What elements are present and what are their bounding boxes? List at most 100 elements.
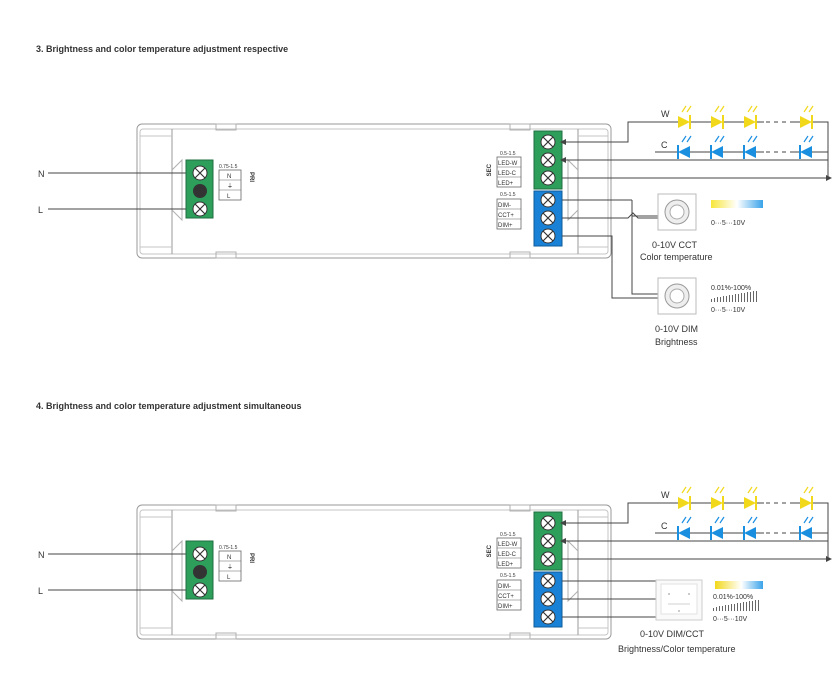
combo-name: 0-10V DIM/CCT [640, 629, 705, 639]
led-icon [799, 516, 814, 540]
dim-percent: 0.01%-100% [711, 285, 751, 292]
screw-icon [540, 573, 556, 589]
dim-term-cct: CCT+ [498, 594, 514, 600]
sec-led-wire-size: 0.5-1.5 [500, 532, 516, 538]
led-icon [744, 105, 758, 129]
led-c-label: C [661, 140, 668, 150]
screw-icon [540, 210, 556, 226]
led-terminal-block [496, 511, 563, 571]
dim-wires [562, 580, 656, 618]
led-term-w: LED-W [498, 161, 518, 167]
screw-icon [540, 609, 556, 625]
dim-controller [657, 277, 697, 315]
input-n-label: N [38, 169, 45, 179]
cct-controller [657, 193, 697, 231]
input-wires [48, 550, 194, 594]
led-icon [800, 486, 814, 510]
led-w-string [678, 486, 814, 510]
cct-scale: 0···5···10V [711, 220, 746, 227]
primary-terminal-block [185, 159, 242, 219]
arrow-icons [560, 139, 832, 181]
pri-wire-size: 0.75-1.5 [219, 545, 238, 551]
input-l-label: L [38, 586, 43, 596]
combo-caption: Brightness/Color temperature [618, 644, 736, 654]
brightness-ramp-icon [713, 600, 759, 611]
dim-term-minus: DIM- [498, 203, 511, 209]
pri-term-ground: ⏚ [227, 564, 233, 571]
led-term-plus: LED+ [498, 181, 514, 187]
combo-gradient-bar [715, 581, 763, 589]
dim-wires [562, 199, 658, 299]
screw-icon [540, 591, 556, 607]
led-c-string [677, 516, 814, 540]
led-c-string [677, 135, 814, 159]
screw-icon [540, 515, 556, 531]
led-icon [677, 135, 692, 159]
pri-label: PRI [248, 553, 254, 563]
sec-label: SEC [487, 544, 493, 557]
led-icon [743, 516, 758, 540]
screw-icon [192, 582, 208, 598]
dim-terminal-block [496, 190, 563, 247]
driver-housing [136, 504, 612, 640]
dim-term-cct: CCT+ [498, 213, 514, 219]
pri-term-l: L [227, 575, 231, 581]
cct-gradient-bar [711, 200, 763, 208]
input-wires [48, 169, 194, 213]
input-n-label: N [38, 550, 45, 560]
pri-term-l: L [227, 194, 231, 200]
dim-term-plus: DIM+ [498, 223, 513, 229]
led-w-string [678, 105, 814, 129]
led-term-plus: LED+ [498, 562, 514, 568]
led-icon [677, 516, 692, 540]
ground-post-icon [193, 184, 207, 198]
pri-term-n: N [227, 555, 231, 561]
screw-icon [192, 546, 208, 562]
led-icon [743, 135, 758, 159]
sec-dim-wire-size: 0.5-1.5 [500, 573, 516, 579]
led-icon [678, 105, 692, 129]
led-icon [678, 486, 692, 510]
pri-wire-size: 0.75-1.5 [219, 164, 238, 170]
section4-title: 4. Brightness and color temperature adju… [36, 401, 302, 411]
sec-led-wire-size: 0.5-1.5 [500, 151, 516, 157]
combo-scale: 0···5···10V [713, 616, 748, 623]
cct-name: 0-10V CCT [652, 240, 698, 250]
dim-term-plus: DIM+ [498, 604, 513, 610]
combo-percent: 0.01%-100% [713, 594, 753, 601]
led-icon [744, 486, 758, 510]
dim-caption: Brightness [655, 337, 698, 347]
screw-icon [540, 228, 556, 244]
led-icon [710, 516, 725, 540]
ground-post-icon [193, 565, 207, 579]
dim-term-minus: DIM- [498, 584, 511, 590]
screw-icon [192, 201, 208, 217]
dim-terminal-block [496, 571, 563, 628]
brightness-ramp-icon [711, 291, 757, 302]
led-w-label: W [661, 109, 670, 119]
led-terminal-block [496, 130, 563, 190]
pri-label: PRI [248, 172, 254, 182]
led-term-c: LED-C [498, 171, 517, 177]
sec-dim-wire-size: 0.5-1.5 [500, 192, 516, 198]
led-term-w: LED-W [498, 542, 518, 548]
primary-terminal-block [185, 540, 242, 600]
driver-housing [136, 123, 612, 259]
led-w-label: W [661, 490, 670, 500]
led-icon [799, 135, 814, 159]
section3-title: 3. Brightness and color temperature adju… [36, 44, 289, 54]
section3-diagram: N L 0.75-1.5 N ⏚ L PRI 0.5-1.5 LED-W [38, 105, 832, 347]
screw-icon [540, 192, 556, 208]
pri-term-n: N [227, 174, 231, 180]
led-c-label: C [661, 521, 668, 531]
input-l-label: L [38, 205, 43, 215]
sec-label: SEC [487, 163, 493, 176]
led-icon [800, 105, 814, 129]
cct-caption: Color temperature [640, 252, 713, 262]
pri-term-ground: ⏚ [227, 183, 233, 190]
screw-icon [540, 170, 556, 186]
screw-icon [540, 134, 556, 150]
led-icon [711, 105, 725, 129]
screw-icon [540, 152, 556, 168]
arrow-icons [560, 520, 832, 562]
